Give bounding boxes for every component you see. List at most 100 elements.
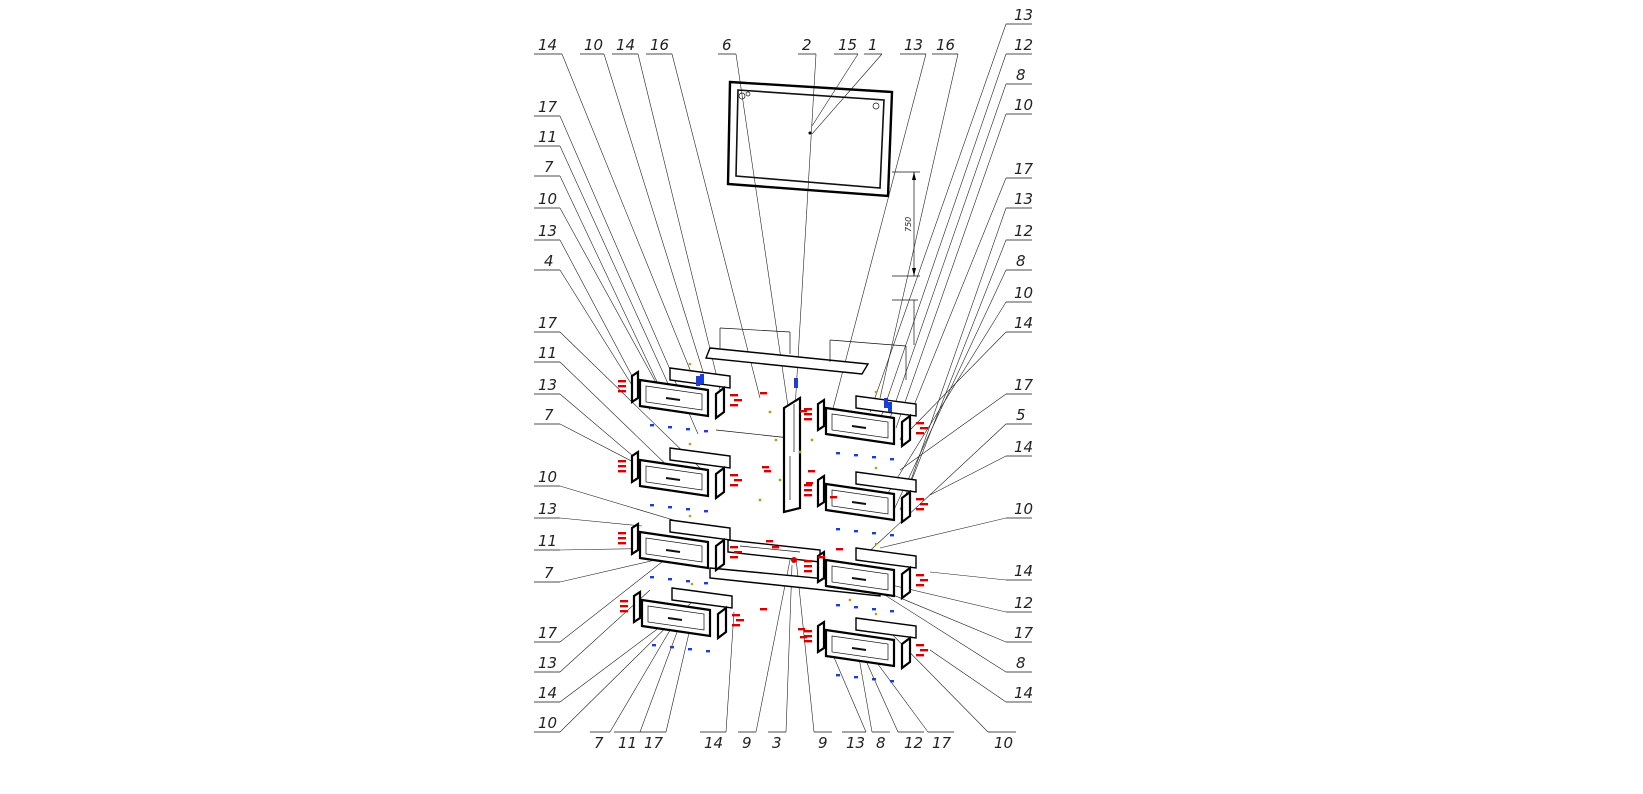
callout-label: 8 bbox=[1016, 66, 1026, 84]
dowel-marker bbox=[650, 504, 654, 507]
callout-label: 14 bbox=[538, 36, 557, 54]
screw-marker bbox=[800, 636, 807, 639]
screw-marker bbox=[804, 418, 812, 421]
screw-marker bbox=[620, 610, 628, 613]
dowel-marker bbox=[704, 510, 708, 513]
screw-marker bbox=[804, 413, 812, 416]
callout-label: 2 bbox=[802, 36, 812, 54]
dimension-marker: 750 bbox=[892, 171, 920, 345]
top-shelf-assembly bbox=[705, 327, 907, 514]
dowel-marker bbox=[890, 458, 894, 461]
callout-label: 16 bbox=[936, 36, 955, 54]
callout-label: 17 bbox=[538, 98, 558, 116]
callout-label: 8 bbox=[1016, 252, 1026, 270]
bracket-marker bbox=[696, 376, 700, 386]
callout-label: 16 bbox=[650, 36, 669, 54]
screw-marker bbox=[800, 410, 807, 413]
screw-marker bbox=[730, 404, 738, 407]
callout-label: 10 bbox=[538, 714, 557, 732]
callout-label: 13 bbox=[538, 654, 557, 672]
screw-marker bbox=[734, 479, 742, 482]
callout-label: 14 bbox=[538, 684, 557, 702]
callout-label: 7 bbox=[544, 564, 554, 582]
callout-label: 12 bbox=[1014, 36, 1033, 54]
dowel-marker bbox=[668, 578, 672, 581]
dowel-marker bbox=[686, 580, 690, 583]
screw-marker bbox=[804, 565, 812, 568]
bracket-marker bbox=[794, 378, 798, 388]
callout-label: 10 bbox=[1014, 284, 1033, 302]
drawer-box bbox=[630, 519, 731, 573]
callout-label: 13 bbox=[538, 222, 557, 240]
callout-label: 13 bbox=[538, 376, 557, 394]
callout-label: 14 bbox=[1014, 438, 1033, 456]
dowel-marker bbox=[854, 676, 858, 679]
screw-marker bbox=[808, 470, 815, 473]
callout-label: 10 bbox=[538, 468, 557, 486]
callout-label: 4 bbox=[544, 252, 554, 270]
screw-marker bbox=[806, 482, 813, 485]
dowel-marker bbox=[688, 648, 692, 651]
screw-marker bbox=[734, 399, 742, 402]
screw-marker bbox=[618, 542, 626, 545]
drawer-box bbox=[816, 471, 917, 525]
screw-marker bbox=[618, 460, 626, 463]
screw-marker bbox=[760, 392, 767, 395]
drawer-box bbox=[816, 547, 917, 601]
callout-label: 7 bbox=[594, 734, 604, 752]
drawer-box bbox=[816, 395, 917, 449]
dowel-marker bbox=[686, 508, 690, 511]
screw-marker bbox=[804, 630, 812, 633]
drawer-box bbox=[630, 447, 731, 501]
callout-label: 6 bbox=[722, 36, 732, 54]
pin-marker bbox=[874, 466, 878, 470]
callout-label: 11 bbox=[618, 734, 637, 752]
screw-marker bbox=[730, 394, 738, 397]
screw-marker bbox=[730, 556, 738, 559]
callout-label: 13 bbox=[538, 500, 557, 518]
drawer-box bbox=[632, 587, 733, 641]
screw-marker bbox=[804, 570, 812, 573]
pin-marker bbox=[848, 598, 852, 602]
drawer-group bbox=[630, 367, 917, 671]
callout-label: 17 bbox=[644, 734, 664, 752]
dowel-marker bbox=[836, 674, 840, 677]
screw-marker bbox=[916, 654, 924, 657]
dowel-marker bbox=[652, 644, 656, 647]
dowel-marker bbox=[686, 428, 690, 431]
screw-marker bbox=[764, 470, 771, 473]
dowel-marker bbox=[872, 678, 876, 681]
screw-marker bbox=[618, 385, 626, 388]
screw-marker bbox=[618, 537, 626, 540]
callout-label: 11 bbox=[538, 344, 557, 362]
callout-label: 9 bbox=[818, 734, 828, 752]
bracket-marker bbox=[888, 402, 892, 412]
dowel-marker bbox=[650, 424, 654, 427]
callout-label: 15 bbox=[838, 36, 857, 54]
dowel-marker bbox=[872, 532, 876, 535]
screw-marker bbox=[804, 494, 812, 497]
screw-marker bbox=[734, 551, 742, 554]
screw-marker bbox=[766, 540, 773, 543]
screw-marker bbox=[618, 470, 626, 473]
bracket-marker bbox=[700, 374, 704, 384]
callout-label: 11 bbox=[538, 128, 557, 146]
pin-marker bbox=[768, 410, 772, 414]
dowel-marker bbox=[670, 646, 674, 649]
callout-label: 13 bbox=[846, 734, 865, 752]
callout-label: 14 bbox=[1014, 562, 1033, 580]
callout-label: 10 bbox=[994, 734, 1013, 752]
screw-marker bbox=[916, 508, 924, 511]
screw-marker bbox=[760, 608, 767, 611]
mirror-panel bbox=[726, 80, 894, 198]
dowel-marker bbox=[890, 534, 894, 537]
dowel-marker bbox=[854, 454, 858, 457]
screw-marker bbox=[916, 498, 924, 501]
callout-label: 10 bbox=[584, 36, 603, 54]
pin-marker bbox=[774, 438, 778, 442]
callout-label: 1 bbox=[868, 36, 878, 54]
screw-marker bbox=[798, 628, 805, 631]
screw-marker bbox=[772, 546, 779, 549]
drawer-box bbox=[630, 367, 731, 421]
pin-marker bbox=[810, 438, 814, 442]
